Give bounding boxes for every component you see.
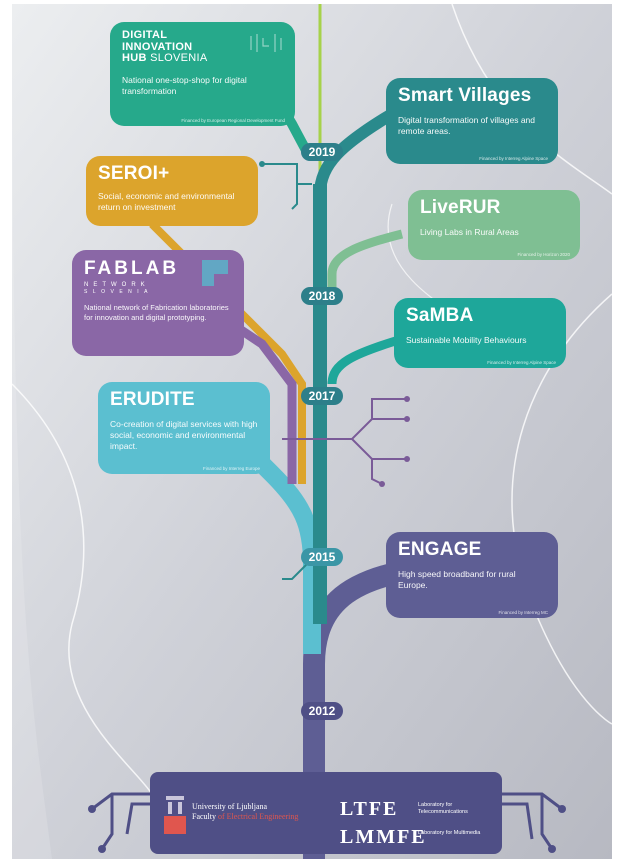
dih-title: DIGITAL INNOVATION HUB SLOVENIA (122, 29, 283, 65)
connector-node (404, 416, 410, 422)
circuit-connector (282, 563, 308, 580)
year-2015-badge: 2015 (301, 548, 343, 566)
faculty-label: Faculty (192, 812, 216, 821)
fablab-description: National network of Fabrication laborato… (84, 303, 229, 322)
timeline-poster: DIGITAL INNOVATION HUB SLOVENIA National… (12, 4, 612, 859)
samba-funded: Financed by Interreg Alpine Space (487, 360, 556, 365)
root-node (88, 805, 96, 813)
fablab-logo-icon (202, 260, 228, 286)
dih-description: National one-stop-shop for digital trans… (122, 74, 247, 96)
engage-title: ENGAGE (398, 539, 482, 560)
dih-title-slovenia: SLOVENIA (150, 52, 208, 65)
root-node (98, 845, 106, 853)
smart-villages-title: Smart Villages (398, 85, 532, 106)
university-logo-icon (164, 796, 186, 834)
card-engage: ENGAGE High speed broadband for rural Eu… (386, 532, 558, 618)
card-seroi: SEROI+ Social, economic and environmenta… (86, 156, 258, 226)
erudite-description: Co-creation of digital services with hig… (110, 418, 258, 451)
root-left (91, 792, 152, 850)
samba-title: SaMBA (406, 305, 474, 326)
lmmfe-description: Laboratory for Multimedia (418, 830, 481, 836)
fablab-title: FABLAB (84, 258, 180, 279)
fablab-country: SLOVENIA (84, 289, 154, 295)
card-samba: SaMBA Sustainable Mobility Behaviours Fi… (394, 298, 566, 368)
university-name: University of Ljubljana Faculty of Elect… (192, 802, 298, 822)
shade-area (12, 4, 52, 859)
card-fablab: FABLAB NETWORK SLOVENIA National network… (72, 250, 244, 356)
erudite-funded: Financed by Interreg Europe (202, 466, 260, 471)
connector-node (404, 456, 410, 462)
card-digital-innovation-hub: DIGITAL INNOVATION HUB SLOVENIA National… (110, 22, 295, 126)
card-liverur: LiveRUR Living Labs in Rural Areas Finan… (408, 190, 580, 260)
fablab-branch (229, 320, 297, 484)
root-right (502, 792, 563, 850)
engage-description: High speed broadband for rural Europe. (398, 568, 516, 590)
fablab-network: NETWORK (84, 282, 150, 288)
samba-description: Sustainable Mobility Behaviours (406, 334, 527, 345)
seroi-description: Social, economic and environmental retur… (98, 190, 235, 212)
engage-branch (303, 563, 395, 859)
connector-node (259, 161, 265, 167)
card-erudite: ERUDITE Co-creation of digital services … (98, 382, 270, 474)
circuit-connector (282, 398, 407, 485)
engage-funded: Financed by Interreg MC (498, 610, 548, 615)
root-node (548, 845, 556, 853)
year-2019-badge: 2019 (301, 143, 343, 161)
dih-funded: Financed by European Regional Developmen… (181, 118, 285, 123)
base-institution-panel: University of Ljubljana Faculty of Elect… (150, 772, 502, 854)
liverur-branch (327, 229, 404, 304)
liverur-funded: Financed by Horizon 2020 (517, 252, 570, 257)
ltfe-logo: LTFE (340, 798, 399, 820)
dih-title-line1: DIGITAL (122, 29, 168, 41)
dih-title-hub: HUB (122, 52, 147, 65)
smart-villages-description: Digital transformation of villages and r… (398, 114, 536, 136)
samba-branch (327, 334, 404, 385)
dih-title-line2: INNOVATION (122, 40, 193, 53)
smart-villages-funded: Financed by Interreg Alpine Space (479, 156, 548, 161)
card-smart-villages: Smart Villages Digital transformation of… (386, 78, 558, 164)
contour-line (12, 383, 153, 795)
erudite-title: ERUDITE (110, 389, 195, 410)
seroi-title: SEROI+ (98, 163, 170, 184)
dih-logo-icon (250, 34, 282, 52)
year-2018-badge: 2018 (301, 287, 343, 305)
circuit-connector (262, 163, 312, 210)
year-2012-badge: 2012 (301, 702, 343, 720)
ltfe-description: Laboratory for Telecommunications (418, 802, 468, 815)
connector-node (404, 396, 410, 402)
liverur-description: Living Labs in Rural Areas (420, 226, 519, 237)
root-node (558, 805, 566, 813)
liverur-title: LiveRUR (420, 197, 501, 218)
year-2017-badge: 2017 (301, 387, 343, 405)
dih-title-line3: HUB SLOVENIA (122, 52, 283, 65)
faculty-name: of Electrical Engineering (218, 812, 299, 821)
lmmfe-logo: LMMFE (340, 826, 427, 848)
connector-node (379, 481, 385, 487)
university-line1: University of Ljubljana (192, 802, 268, 811)
